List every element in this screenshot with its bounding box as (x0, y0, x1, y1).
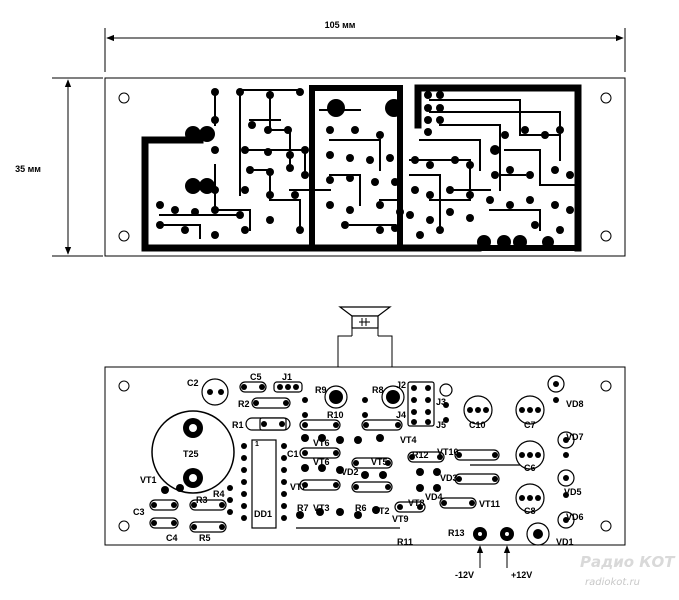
component-pads (151, 381, 569, 530)
label-j3: J3 (436, 397, 446, 407)
label-c5: C5 (250, 372, 262, 382)
trace-layout-board (104, 77, 626, 257)
label-r8: R8 (372, 385, 384, 395)
label-vt7: VT7 (290, 482, 307, 492)
label-vd8: VD8 (566, 399, 584, 409)
label-r10: R10 (327, 410, 344, 420)
label-vd4: VD4 (425, 492, 443, 502)
dd1-chip (241, 439, 287, 529)
label-c7: C7 (524, 420, 536, 430)
part-outlines (149, 381, 500, 533)
watermark: Радио КОТ radiokot.ru (580, 553, 676, 588)
label-r7: R7 (297, 503, 309, 513)
power-pos-label: +12V (511, 570, 532, 580)
label-c8: C8 (524, 506, 536, 516)
label-vd1: VD1 (556, 537, 574, 547)
label-dd1: DD1 (254, 509, 272, 519)
label-vt3: VT3 (313, 503, 330, 513)
label-vt1: VT1 (140, 475, 157, 485)
label-vt6b: VT6 (313, 457, 330, 467)
component-labels: C2 C5 J1 R9 R8 J2 J3 J4 J5 R2 R1 R10 C10… (133, 372, 584, 547)
label-c1: C1 (287, 449, 299, 459)
label-vd6: VD6 (566, 512, 584, 522)
label-vt9: VT9 (392, 514, 409, 524)
height-dimension: 35 мм (15, 77, 103, 257)
label-c6: C6 (524, 463, 536, 473)
label-r3: R3 (196, 495, 208, 505)
label-vt8: VT8 (408, 498, 425, 508)
label-t25: T25 (183, 449, 199, 459)
speaker-icon (338, 306, 392, 336)
label-c3: C3 (133, 507, 145, 517)
label-vt4: VT4 (400, 435, 417, 445)
width-dimension: 105 мм (104, 20, 626, 72)
label-c4: C4 (166, 533, 178, 543)
label-vt5: VT5 (371, 457, 388, 467)
label-vd5: VD5 (564, 487, 582, 497)
watermark-url: radiokot.ru (585, 577, 640, 588)
label-r12: R12 (412, 450, 429, 460)
label-c2: C2 (187, 378, 199, 388)
label-vt10: VT10 (437, 447, 459, 457)
label-r5: R5 (199, 533, 211, 543)
label-c10: C10 (469, 420, 486, 430)
watermark-title: Радио КОТ (580, 553, 676, 571)
label-r1: R1 (232, 420, 244, 430)
component-layout-board: C2 C5 J1 R9 R8 J2 J3 J4 J5 R2 R1 R10 C10… (104, 366, 626, 547)
label-vd3: VD3 (440, 473, 458, 483)
label-r2: R2 (238, 399, 250, 409)
label-r11: R11 (397, 537, 413, 547)
label-pin1: 1 (255, 441, 259, 448)
small-pads (156, 88, 574, 239)
label-j2: J2 (396, 380, 406, 390)
t25-transformer (151, 410, 235, 494)
label-r13: R13 (448, 528, 465, 538)
copper-pads (185, 99, 554, 249)
label-vt6a: VT6 (313, 438, 330, 448)
label-vt11: VT11 (479, 499, 500, 509)
label-vd2: VD2 (341, 467, 359, 477)
label-vd7: VD7 (566, 432, 584, 442)
label-j1: J1 (282, 372, 292, 382)
width-label: 105 мм (325, 20, 356, 30)
label-r4: R4 (213, 489, 225, 499)
label-j5: J5 (436, 420, 446, 430)
power-neg-label: -12V (455, 570, 474, 580)
power-inputs (476, 545, 511, 568)
label-vt2: VT2 (373, 506, 390, 516)
label-r9: R9 (315, 385, 327, 395)
label-j4: J4 (396, 410, 406, 420)
label-r6: R6 (355, 503, 367, 513)
height-label: 35 мм (15, 164, 41, 174)
